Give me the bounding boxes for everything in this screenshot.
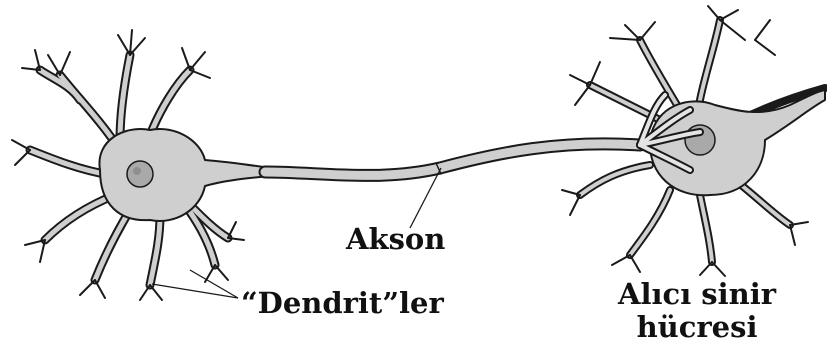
receiving-cell-label-line2: hücresi (618, 311, 776, 344)
receiving-cell-label-line1: Alıcı sinir (618, 278, 776, 311)
axon (265, 144, 640, 176)
dendrites-label: “Dendrit”ler (241, 289, 444, 318)
receiving-cell-label: Alıcı sinir hücresi (618, 278, 776, 345)
left-nucleus (127, 161, 153, 187)
right-soma (650, 90, 825, 195)
left-soma (99, 129, 270, 221)
left-neuron (12, 30, 270, 300)
axon-label: Akson (346, 225, 445, 254)
